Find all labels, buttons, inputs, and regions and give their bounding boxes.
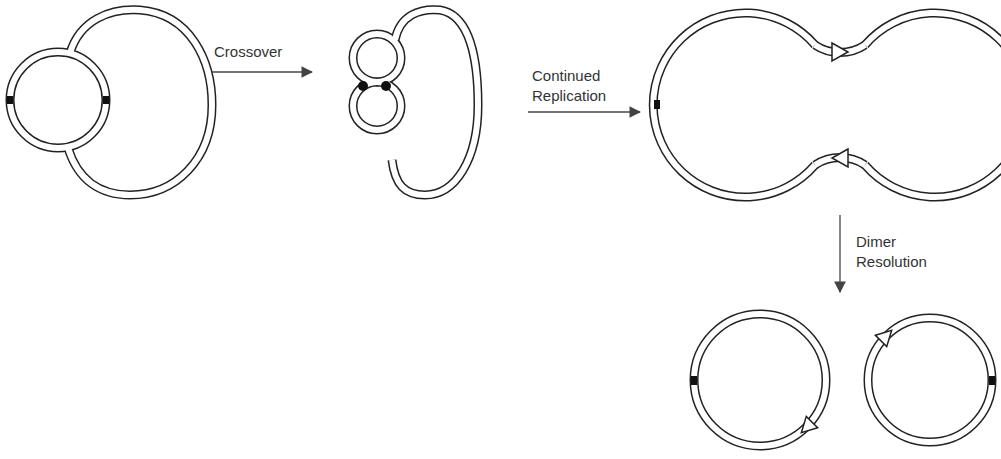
process-arrow: [839, 215, 840, 292]
process-arrow: [528, 111, 640, 112]
step-label: Continued Replication: [532, 66, 624, 106]
crossover-plasmid: [353, 10, 478, 195]
resolved-plasmids: [691, 314, 995, 446]
replicating-plasmid: [7, 10, 212, 195]
plasmid-dimer: [653, 13, 1001, 197]
process-arrow: [212, 71, 312, 72]
step-label: Crossover: [214, 42, 334, 62]
step-label: Dimer Resolution: [856, 232, 948, 272]
